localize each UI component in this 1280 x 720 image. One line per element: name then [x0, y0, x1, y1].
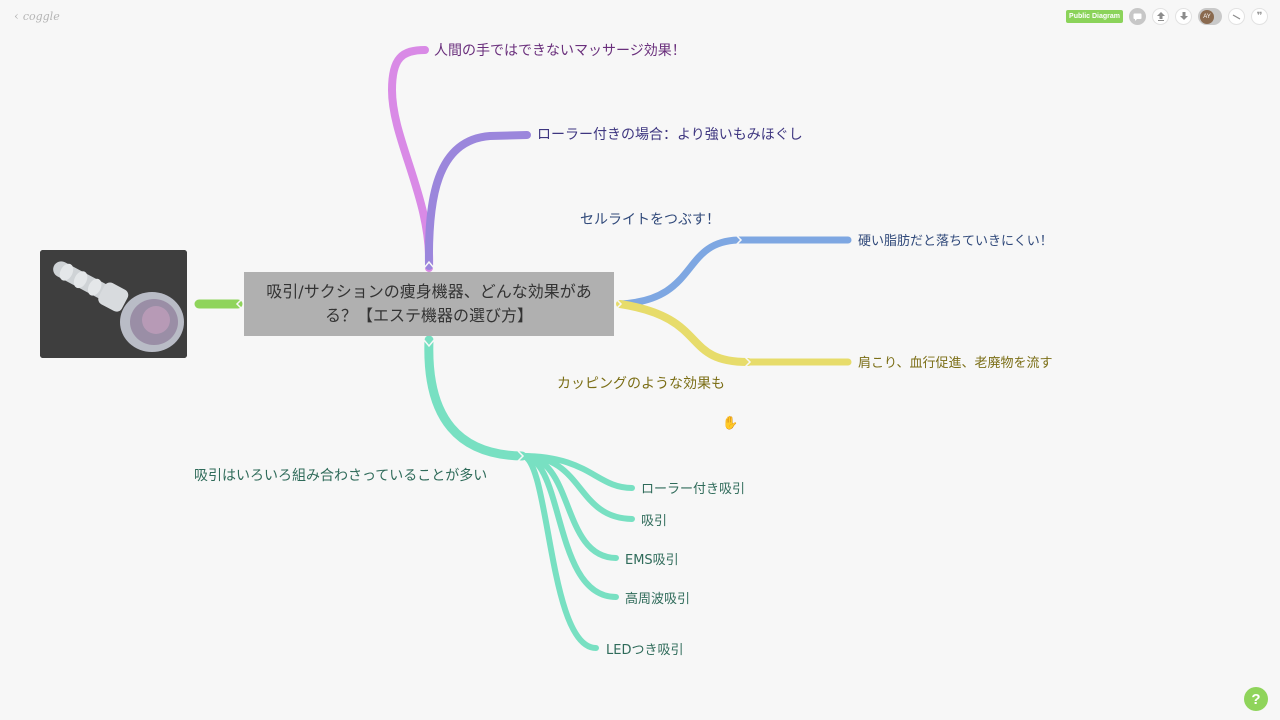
node-combo-ems[interactable]: EMS吸引 [625, 549, 679, 568]
branch-combo [429, 340, 522, 456]
node-hard-fat[interactable]: 硬い脂肪だと落ちていきにくい！ [858, 230, 1053, 249]
node-combo-rf[interactable]: 高周波吸引 [625, 588, 690, 607]
branch-cellulite [620, 240, 738, 304]
suction-device-illustration [40, 250, 187, 358]
node-combo-roller[interactable]: ローラー付き吸引 [641, 478, 745, 497]
device-image[interactable] [40, 250, 187, 358]
branch-roller [429, 135, 527, 266]
node-circulation[interactable]: 肩こり、血行促進、老廃物を流す [858, 352, 1052, 371]
node-massage[interactable]: 人間の手ではできないマッサージ効果！ [434, 40, 686, 60]
help-button[interactable]: ? [1244, 687, 1268, 711]
hand-cursor-icon: ✋ [722, 416, 738, 431]
root-node[interactable]: 吸引/サクションの痩身機器、どんな効果がある？【エステ機器の選び方】 [244, 272, 614, 336]
branch-cupping [620, 304, 748, 362]
node-cellulite[interactable]: セルライトをつぶす！ [580, 209, 720, 229]
node-roller[interactable]: ローラー付きの場合：より強いもみほぐし [537, 124, 803, 144]
branch-massage [392, 50, 429, 268]
node-combo[interactable]: 吸引はいろいろ組み合わさっていることが多い [194, 465, 487, 485]
node-cupping[interactable]: カッピングのような効果も [557, 373, 725, 393]
node-combo-led[interactable]: LEDつき吸引 [606, 639, 683, 658]
node-combo-suction[interactable]: 吸引 [641, 510, 667, 529]
